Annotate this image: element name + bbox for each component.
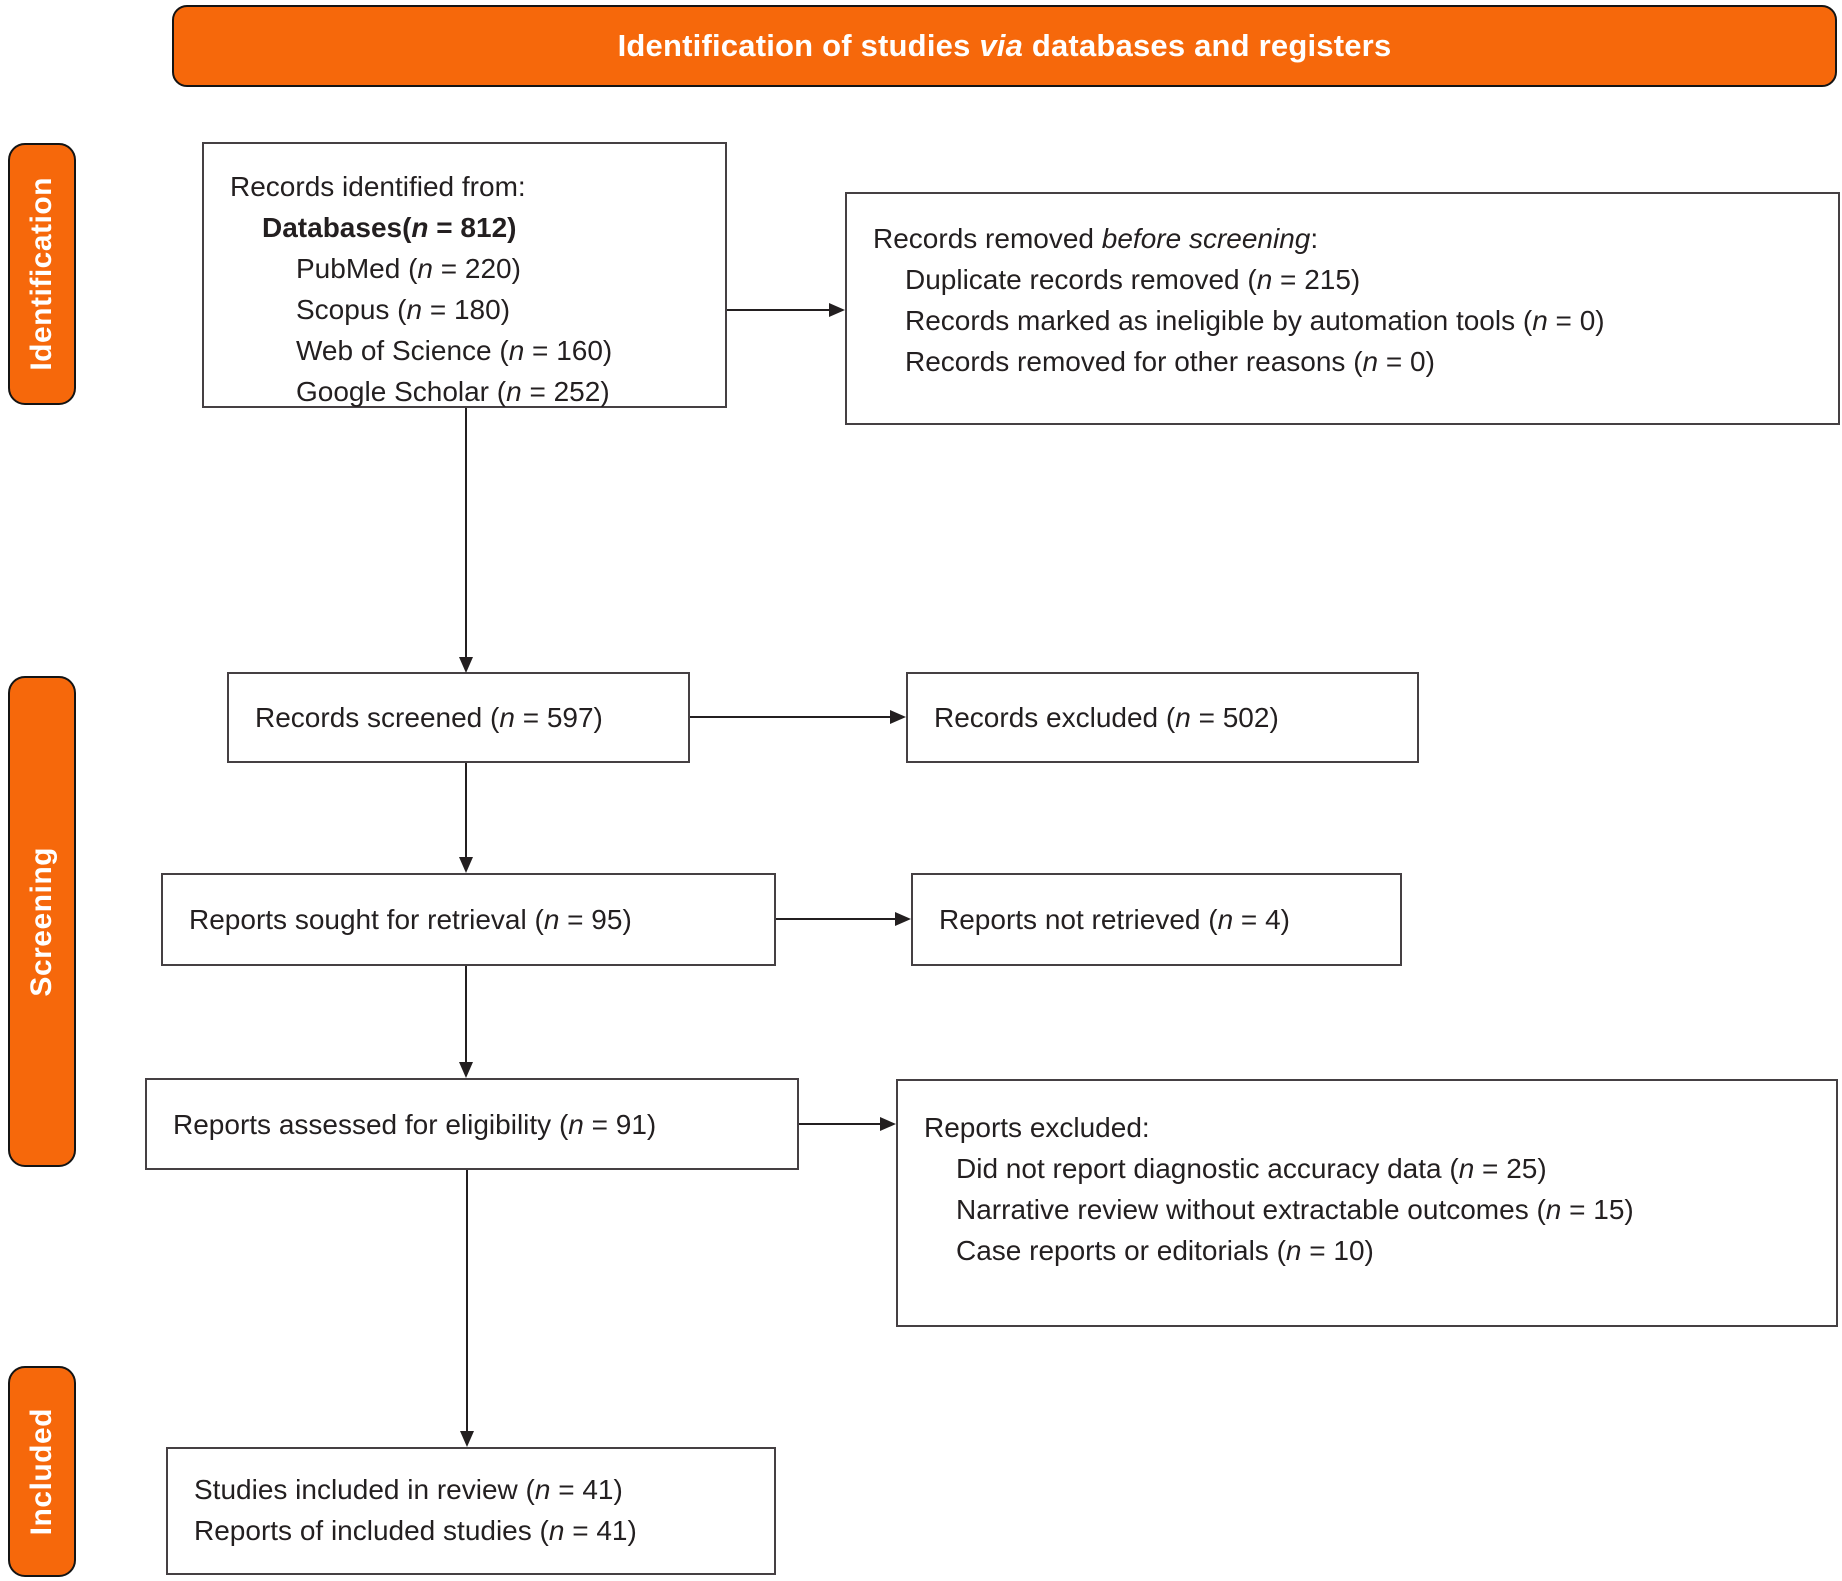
arrow-sought-to-not-retrieved: [776, 912, 911, 926]
box-line: Records removed for other reasons (n = 0…: [905, 346, 1435, 377]
box-reports-not-retrieved-text: Reports not retrieved (n = 4): [939, 904, 1290, 935]
box-line: PubMed (n = 220): [296, 253, 521, 284]
box-line: Databases(n = 812): [262, 212, 517, 243]
box-reports-not-retrieved: Reports not retrieved (n = 4): [911, 873, 1402, 966]
box-records-excluded: Records excluded (n = 502): [906, 672, 1419, 763]
arrow-sought-to-assessed: [459, 966, 473, 1078]
box-line: Records removed before screening:: [873, 223, 1319, 254]
stage-label-screening: Screening: [8, 676, 76, 1167]
box-line: Duplicate records removed (n = 215): [905, 264, 1361, 295]
box-line: Records identified from:: [230, 171, 526, 202]
stage-label-included-text: Included: [25, 1407, 58, 1536]
banner: Identification of studies via databases …: [172, 5, 1837, 87]
box-reports-sought: Reports sought for retrieval (n = 95): [161, 873, 776, 966]
box-records-screened: Records screened (n = 597): [227, 672, 690, 763]
box-line: Narrative review without extractable out…: [956, 1194, 1634, 1225]
arrow-assessed-to-reports-excluded: [799, 1117, 896, 1131]
arrow-identified-to-removed: [727, 303, 845, 317]
box-line: Reports of included studies (n = 41): [194, 1515, 637, 1546]
box-line: Web of Science (n = 160): [296, 335, 613, 366]
box-reports-assessed: Reports assessed for eligibility (n = 91…: [145, 1078, 799, 1170]
arrow-identified-to-screened: [459, 408, 473, 673]
box-records-excluded-text: Records excluded (n = 502): [934, 702, 1279, 733]
stage-label-identification: Identification: [8, 143, 76, 405]
banner-title: Identification of studies via databases …: [617, 28, 1392, 63]
box-records-identified: Records identified from: Databases(n = 81…: [202, 142, 727, 408]
box-line: Records marked as ineligible by automati…: [905, 305, 1605, 336]
arrow-screened-to-excluded: [690, 710, 906, 724]
arrow-assessed-to-included: [460, 1170, 474, 1447]
box-reports-excluded: Reports excluded: Did not report diagnost…: [896, 1079, 1838, 1327]
box-reports-sought-text: Reports sought for retrieval (n = 95): [189, 904, 632, 935]
arrow-screened-to-sought: [459, 763, 473, 873]
box-reports-assessed-text: Reports assessed for eligibility (n = 91…: [173, 1108, 657, 1140]
box-line: Case reports or editorials (n = 10): [956, 1235, 1374, 1266]
box-records-removed: Records removed before screening: Duplica…: [845, 192, 1840, 425]
box-line: Reports excluded:: [924, 1112, 1150, 1143]
box-line: Studies included in review (n = 41): [194, 1474, 623, 1505]
box-line: Scopus (n = 180): [296, 294, 511, 325]
box-studies-included: Studies included in review (n = 41) Repor…: [166, 1447, 776, 1575]
box-records-screened-text: Records screened (n = 597): [255, 702, 603, 733]
stage-label-included: Included: [8, 1366, 76, 1577]
stage-label-identification-text: Identification: [25, 177, 58, 371]
box-line: Did not report diagnostic accuracy data …: [956, 1153, 1547, 1184]
stage-label-screening-text: Screening: [25, 846, 58, 997]
box-line: Google Scholar (n = 252): [296, 376, 610, 407]
